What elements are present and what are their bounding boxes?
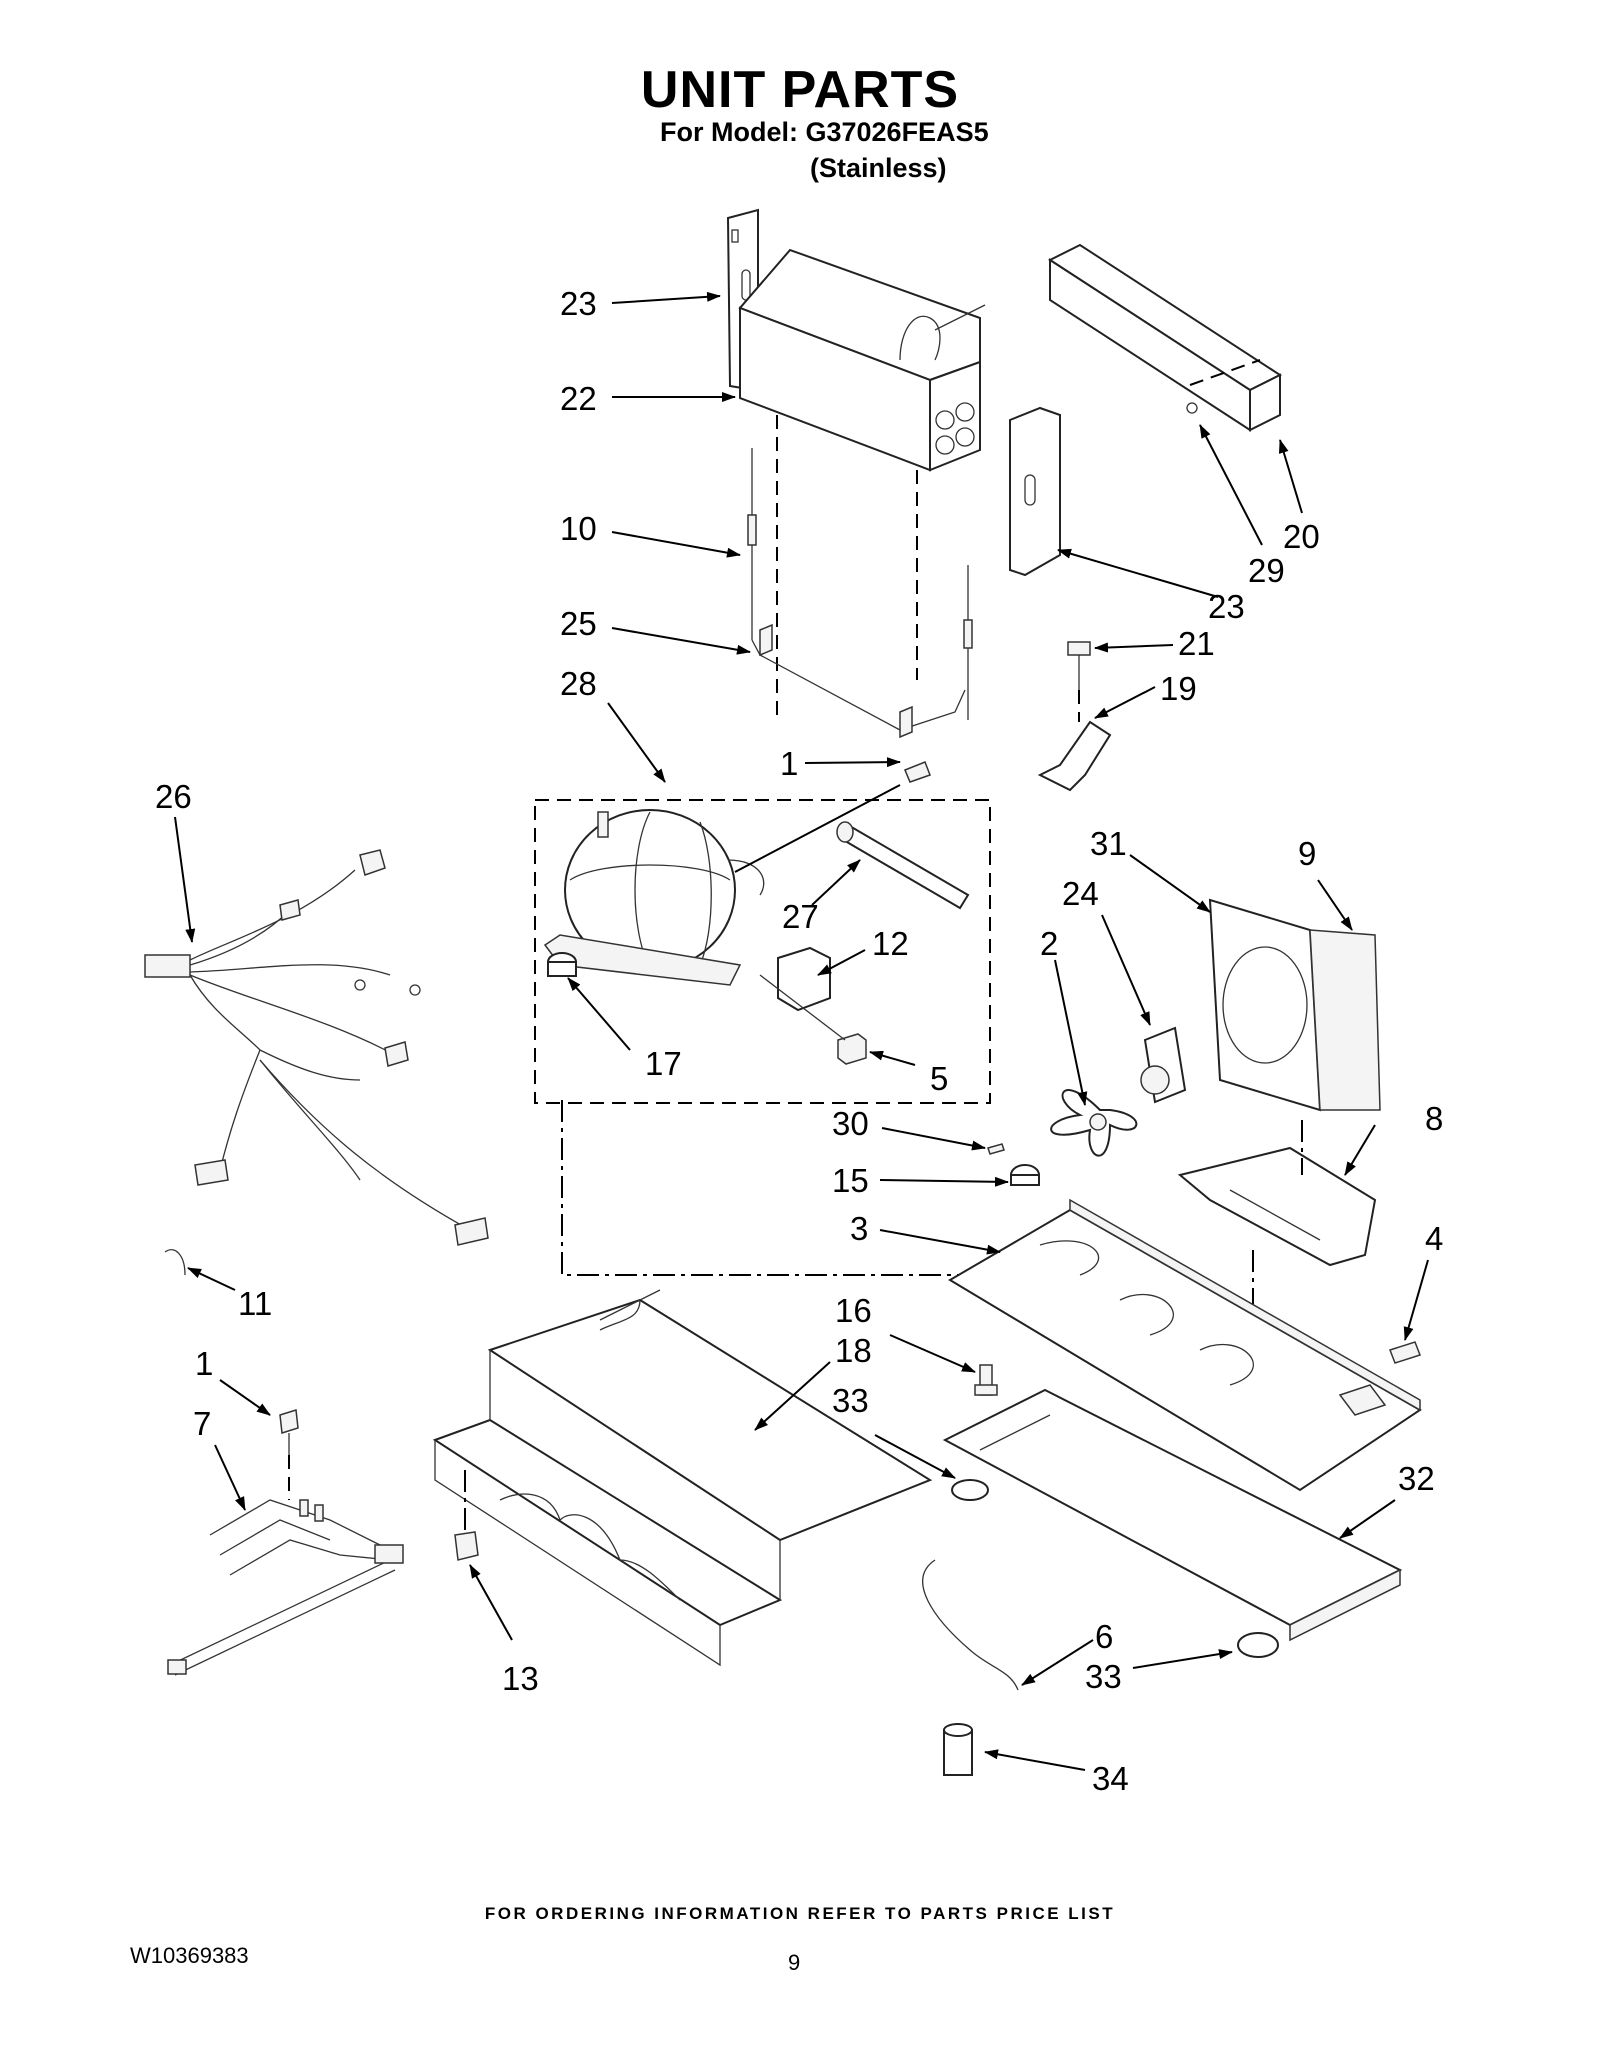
drain-tube (922, 1559, 1019, 1691)
callout-29: 29 (1248, 552, 1285, 589)
capacitor (943, 1723, 973, 1776)
guide-line (561, 1100, 975, 1276)
power-harness (167, 1499, 404, 1676)
screw-and-bracket (1037, 641, 1112, 792)
wiring-harness (144, 849, 489, 1246)
callout-33: 33 (832, 1382, 869, 1419)
callout-11: 11 (238, 1285, 272, 1322)
wire-clip (164, 1249, 186, 1276)
callout-20: 20 (1283, 518, 1320, 555)
callout-1: 1 (780, 745, 798, 782)
condenser-fan-bracket (1177, 1146, 1377, 1267)
model-number: For Model: G37026FEAS5 (660, 117, 989, 147)
callout-leaders (174, 291, 1429, 1771)
rubber-foot (951, 1479, 1279, 1658)
callout-3: 3 (850, 1210, 868, 1247)
spacer (987, 1143, 1005, 1155)
ground-screw (279, 1409, 299, 1500)
grommet (547, 952, 577, 977)
callout-28: 28 (560, 665, 597, 702)
callout-31: 31 (1090, 825, 1127, 862)
machine-compartment-cover (942, 1388, 1403, 1642)
callout-8: 8 (1425, 1100, 1443, 1137)
callout-33: 33 (1085, 1658, 1122, 1695)
callout-23: 23 (1208, 588, 1245, 625)
callout-21: 21 (1178, 625, 1215, 662)
callout-26: 26 (155, 778, 192, 815)
callout-10: 10 (560, 510, 597, 547)
screw (974, 1364, 998, 1396)
callout-4: 4 (1425, 1220, 1443, 1257)
screw (1389, 1341, 1421, 1364)
fan-shroud (1208, 898, 1381, 1112)
callout-16: 16 (835, 1292, 872, 1329)
evaporator-bracket-right (1009, 406, 1061, 577)
machine-compartment-base (948, 1198, 1422, 1492)
callout-23: 23 (560, 285, 597, 322)
condenser-clip (454, 1531, 479, 1561)
callout-27: 27 (782, 898, 819, 935)
evaporator-coil (738, 248, 986, 472)
fan-grommet (1010, 1164, 1040, 1186)
compressor-kit-outline (534, 799, 991, 1104)
callout-15: 15 (832, 1162, 869, 1199)
model-finish: (Stainless) (810, 153, 947, 183)
callout-6: 6 (1095, 1618, 1113, 1655)
tube (734, 784, 901, 873)
callout-34: 34 (1092, 1760, 1129, 1797)
callout-22: 22 (560, 380, 597, 417)
page-number: 9 (788, 1950, 801, 1975)
callout-25: 25 (560, 605, 597, 642)
defrost-sensor (747, 448, 973, 720)
condenser-fan-motor (1140, 1026, 1187, 1104)
document-number: W10369383 (130, 1943, 249, 1968)
callout-2: 2 (1040, 925, 1058, 962)
compressor (543, 809, 765, 986)
callout-9: 9 (1298, 835, 1316, 872)
overload (837, 1033, 867, 1065)
callout-18: 18 (835, 1332, 872, 1369)
start-relay (777, 946, 831, 1012)
ordering-note: FOR ORDERING INFORMATION REFER TO PARTS … (484, 1904, 1116, 1923)
page-title: UNIT PARTS (640, 61, 960, 119)
evaporator-support (751, 639, 966, 731)
callout-5: 5 (930, 1060, 948, 1097)
callout-13: 13 (502, 1660, 539, 1697)
callout-12: 12 (872, 925, 909, 962)
evaporator-cover (1047, 243, 1283, 432)
filter-drier (836, 821, 970, 910)
callout-17: 17 (645, 1045, 682, 1082)
screw (904, 761, 931, 783)
callout-19: 19 (1160, 670, 1197, 707)
callout-labels: 23 22 10 25 28 20 29 23 21 19 1 26 27 12… (155, 285, 1443, 1797)
condenser-fan-blade (1050, 1089, 1138, 1157)
callout-30: 30 (832, 1105, 869, 1142)
callout-24: 24 (1062, 875, 1099, 912)
condenser (432, 1289, 933, 1667)
callout-7: 7 (193, 1405, 211, 1442)
callout-1: 1 (195, 1345, 213, 1382)
callout-32: 32 (1398, 1460, 1435, 1497)
